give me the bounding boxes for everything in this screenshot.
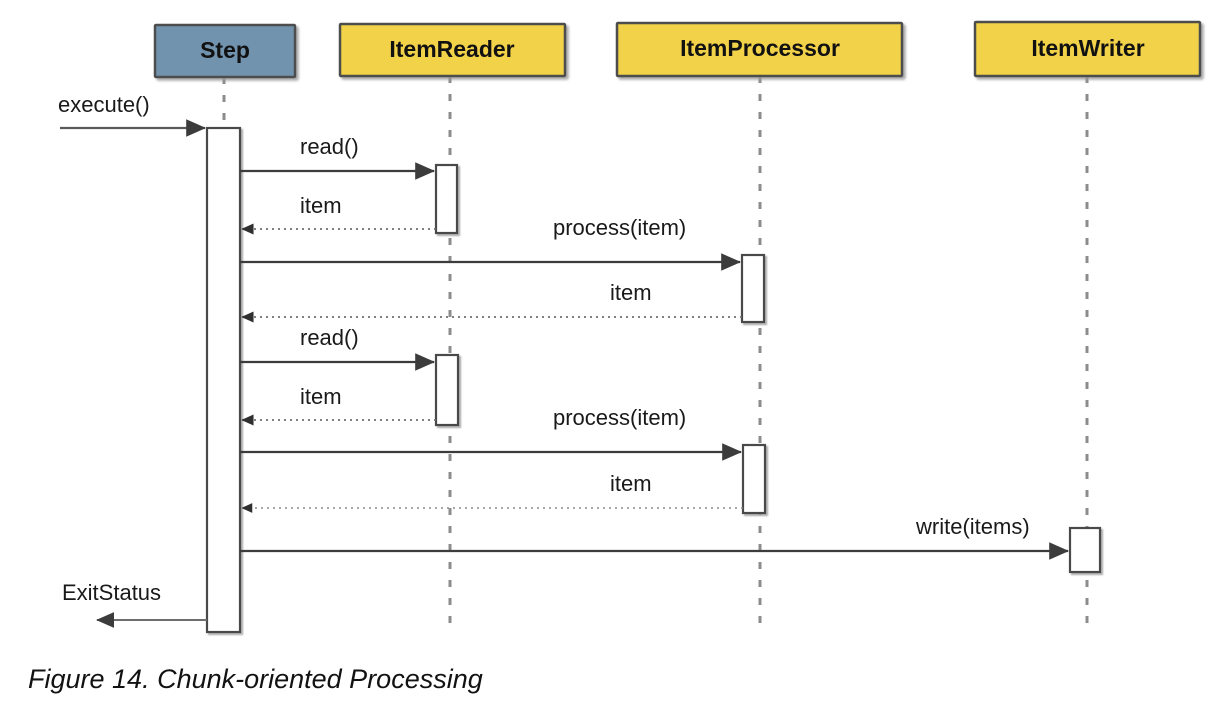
activation-bar-itemwriter <box>1068 526 1102 574</box>
message-process-1[interactable]: process(item) <box>240 215 741 271</box>
activation-bar-itemreader-2 <box>434 353 460 427</box>
participant-itemreader[interactable]: ItemReader <box>338 22 567 78</box>
message-process-2[interactable]: process(item) <box>240 405 742 461</box>
activation-bar-itemprocessor-1 <box>740 253 766 324</box>
message-read-2[interactable]: read() <box>240 325 435 371</box>
participant-itemreader-box[interactable] <box>338 22 567 78</box>
participant-step[interactable]: Step <box>153 23 297 79</box>
message-write[interactable]: write(items) <box>240 514 1069 560</box>
activation-bar-step <box>205 126 242 634</box>
participant-step-label: Step <box>200 37 250 63</box>
message-process-1-label: process(item) <box>553 215 686 240</box>
message-read-1[interactable]: read() <box>240 134 435 180</box>
participant-boxes: Step ItemReader ItemProcessor ItemWriter <box>153 20 1202 79</box>
participant-itemprocessor-label: ItemProcessor <box>680 35 840 61</box>
message-item-return-2-label: item <box>610 280 652 305</box>
message-exitstatus-label: ExitStatus <box>62 580 161 605</box>
message-item-return-3-label: item <box>300 384 342 409</box>
message-item-return-4-label: item <box>610 471 652 496</box>
participant-step-box[interactable] <box>153 23 297 79</box>
message-exitstatus[interactable]: ExitStatus <box>62 580 207 628</box>
participant-itemprocessor[interactable]: ItemProcessor <box>615 21 904 78</box>
messages: execute() read() item process(item) item <box>58 92 1069 628</box>
activation-bar-itemreader-1 <box>434 163 459 235</box>
message-item-return-1-label: item <box>300 193 342 218</box>
message-write-label: write(items) <box>915 514 1030 539</box>
figure-caption: Figure 14. Chunk-oriented Processing <box>28 664 483 694</box>
message-item-return-1[interactable]: item <box>241 193 436 235</box>
participant-itemwriter-label: ItemWriter <box>1031 35 1144 61</box>
participant-itemwriter-box[interactable] <box>973 20 1202 78</box>
activation-bar-itemprocessor-2 <box>741 443 767 515</box>
participant-itemprocessor-box[interactable] <box>615 21 904 78</box>
participant-itemreader-label: ItemReader <box>389 36 514 62</box>
message-item-return-2[interactable]: item <box>241 280 742 323</box>
message-execute-label: execute() <box>58 92 150 117</box>
participant-itemwriter[interactable]: ItemWriter <box>973 20 1202 78</box>
message-item-return-3[interactable]: item <box>241 384 436 426</box>
message-process-2-label: process(item) <box>553 405 686 430</box>
message-execute[interactable]: execute() <box>58 92 206 137</box>
activation-bars <box>205 126 1102 634</box>
message-read-2-label: read() <box>300 325 359 350</box>
lifelines <box>222 76 1089 632</box>
message-item-return-4[interactable]: item <box>241 471 743 513</box>
message-read-1-label: read() <box>300 134 359 159</box>
